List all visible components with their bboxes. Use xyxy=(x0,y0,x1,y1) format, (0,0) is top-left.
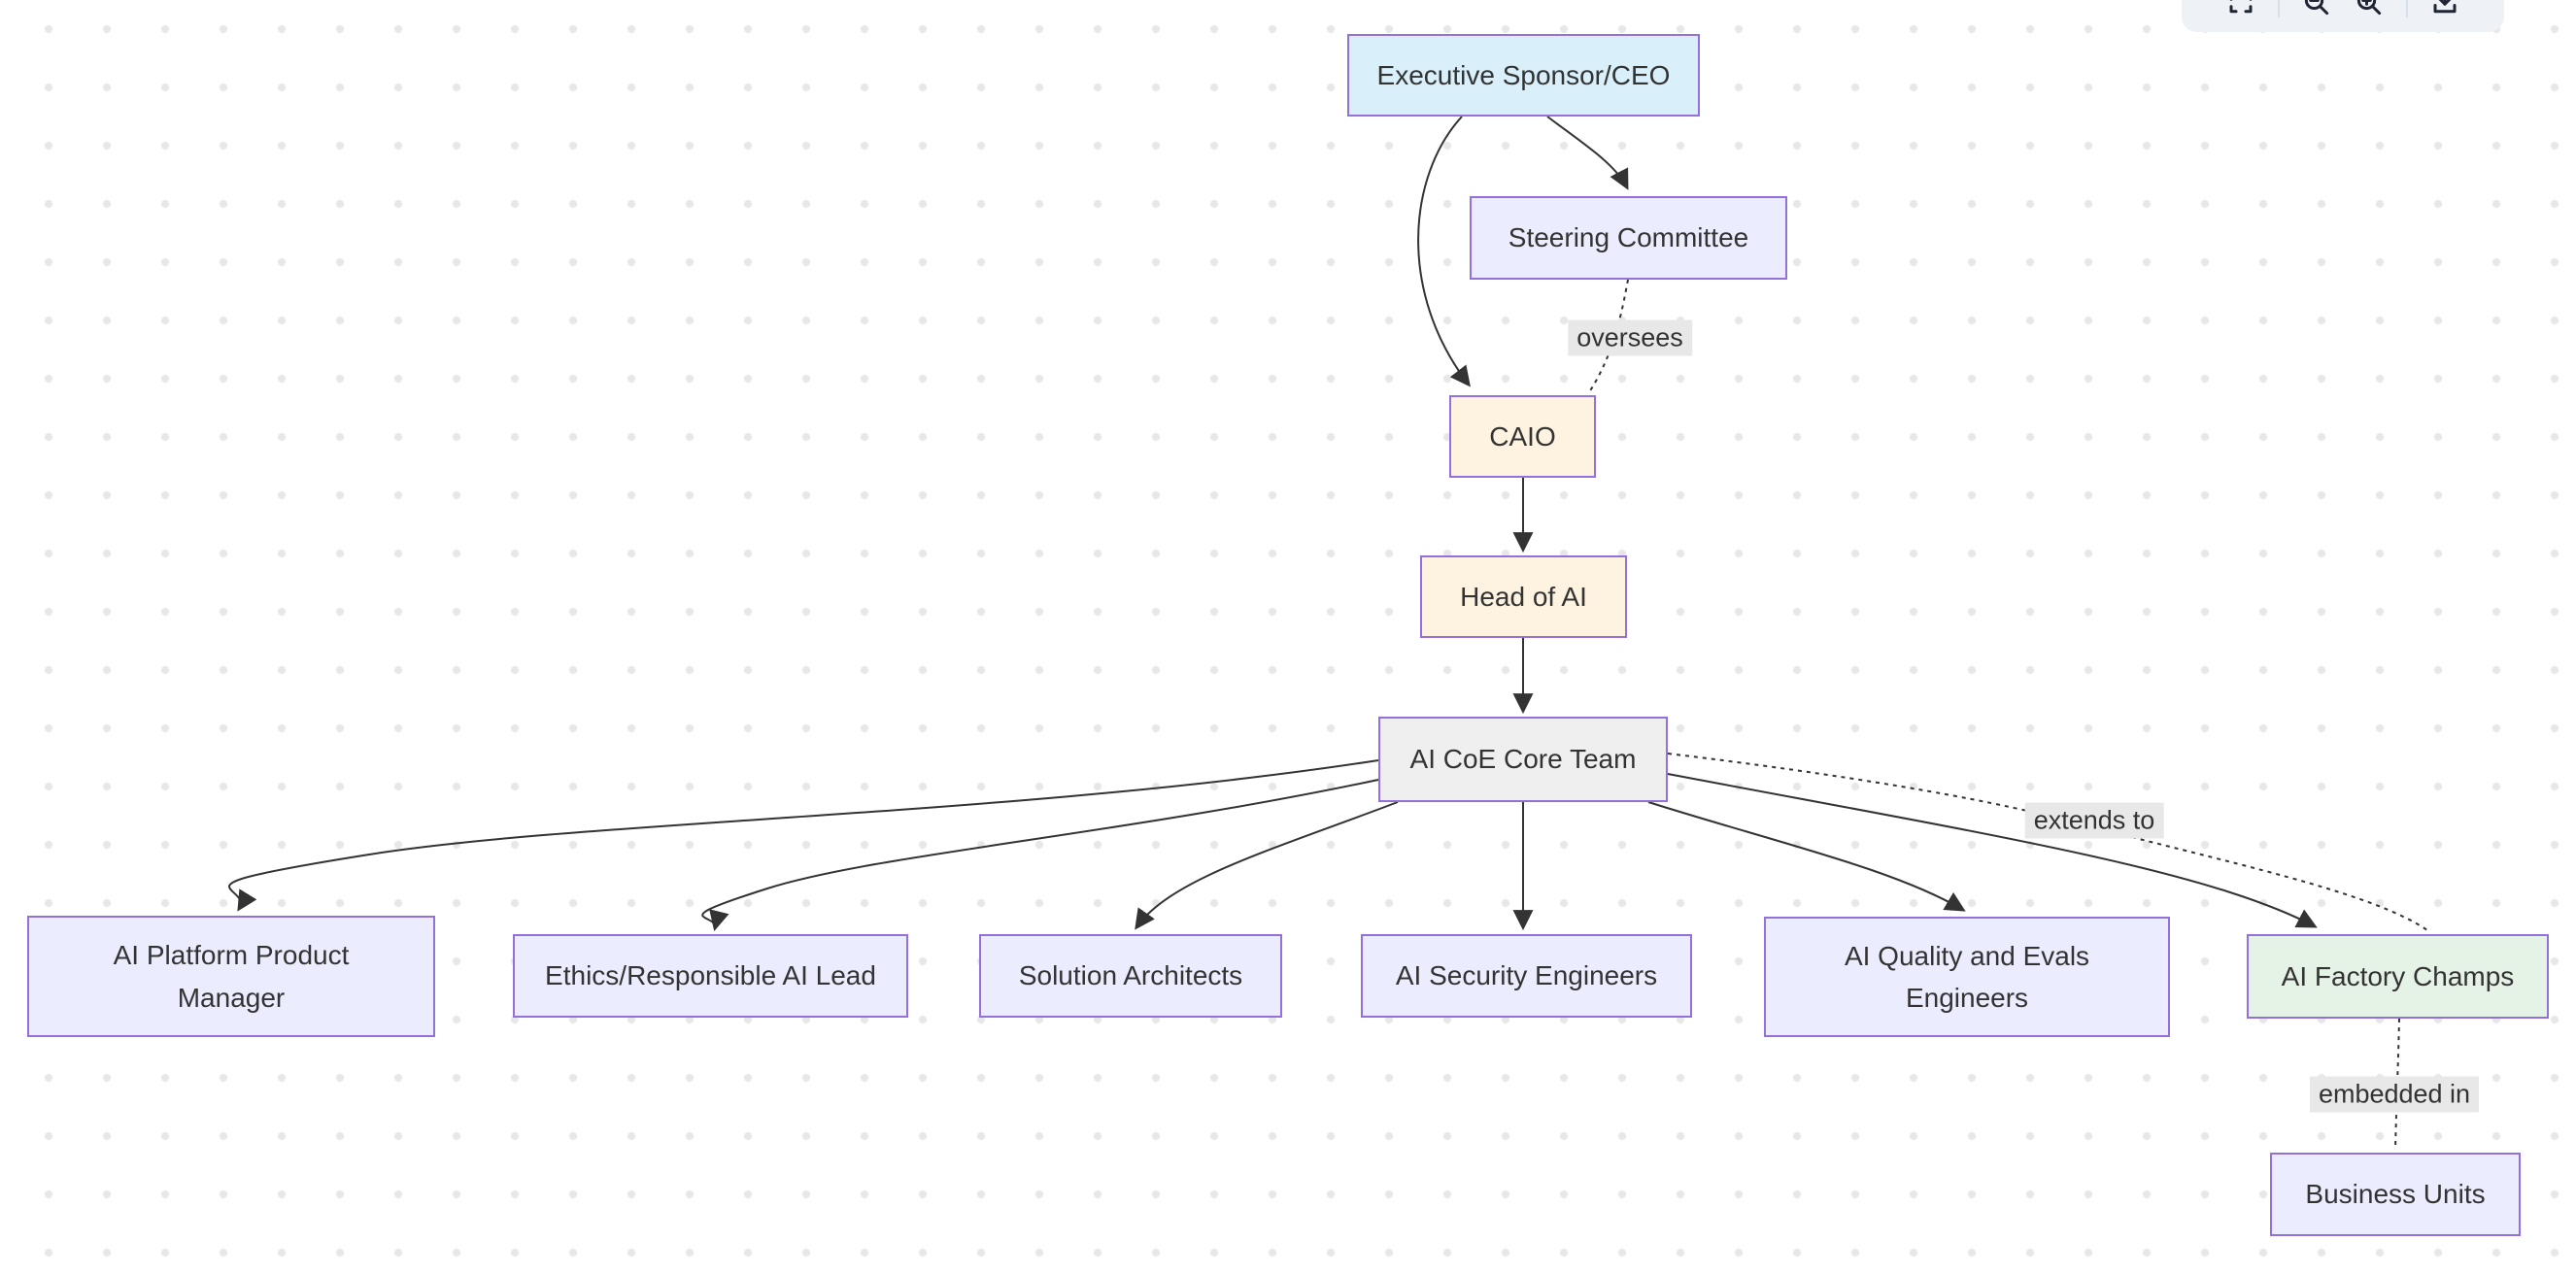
node-executive-sponsor-ceo: Executive Sponsor/CEO xyxy=(1347,34,1700,117)
toolbar-separator xyxy=(2406,0,2408,17)
zoom-out-icon xyxy=(2304,0,2329,16)
export-button[interactable] xyxy=(2429,0,2460,18)
node-label: AI CoE Core Team xyxy=(1409,744,1637,775)
node-label: AI Security Engineers xyxy=(1395,960,1658,991)
node-steering-committee: Steering Committee xyxy=(1470,196,1787,280)
edge-core-qe xyxy=(1647,801,1966,912)
node-solution-architects: Solution Architects xyxy=(979,934,1282,1018)
node-business-units: Business Units xyxy=(2270,1153,2521,1236)
edge-label-extends-to: extends to xyxy=(2024,802,2164,839)
node-label: Executive Sponsor/CEO xyxy=(1376,59,1671,90)
edge-core-champs xyxy=(1667,773,2318,928)
download-icon xyxy=(2433,0,2457,14)
node-label: AI Platform Product Manager xyxy=(113,940,350,1013)
node-label: AI Quality and Evals Engineers xyxy=(1844,940,2090,1013)
zoom-in-icon xyxy=(2356,0,2382,16)
edge-label-embedded-in: embedded in xyxy=(2309,1076,2480,1113)
edge-core-ethics xyxy=(701,779,1379,932)
node-label: Solution Architects xyxy=(1018,960,1243,991)
edge-core-sa xyxy=(1135,801,1399,930)
node-ai-factory-champs: AI Factory Champs xyxy=(2247,934,2549,1019)
node-head-of-ai: Head of AI xyxy=(1420,555,1627,638)
node-caio: CAIO xyxy=(1449,395,1596,478)
fullscreen-button[interactable] xyxy=(2225,0,2256,18)
node-ai-quality-and-evals-engineers: AI Quality and Evals Engineers xyxy=(1764,917,2170,1037)
node-ethics-responsible-ai-lead: Ethics/Responsible AI Lead xyxy=(513,934,908,1018)
node-label: Business Units xyxy=(2305,1179,2486,1210)
edge-core-ppm xyxy=(228,759,1379,912)
node-ai-coe-core-team: AI CoE Core Team xyxy=(1378,717,1668,802)
edge-ceo-steering xyxy=(1546,116,1629,190)
node-ai-platform-product-manager: AI Platform Product Manager xyxy=(27,916,435,1037)
node-ai-security-engineers: AI Security Engineers xyxy=(1361,934,1692,1018)
node-label: Steering Committee xyxy=(1508,222,1749,253)
canvas-toolbar xyxy=(2182,0,2504,32)
zoom-out-button[interactable] xyxy=(2301,0,2332,18)
fullscreen-icon xyxy=(2229,0,2253,14)
node-label: Head of AI xyxy=(1460,581,1587,612)
node-label: CAIO xyxy=(1489,420,1556,452)
toolbar-separator xyxy=(2278,0,2280,17)
edge-ceo-caio xyxy=(1417,116,1471,387)
node-label: AI Factory Champs xyxy=(2281,960,2515,991)
zoom-in-button[interactable] xyxy=(2354,0,2385,18)
edge-label-oversees: oversees xyxy=(1568,319,1692,356)
edge-champs-bu xyxy=(2394,1018,2400,1151)
node-label: Ethics/Responsible AI Lead xyxy=(545,960,876,991)
